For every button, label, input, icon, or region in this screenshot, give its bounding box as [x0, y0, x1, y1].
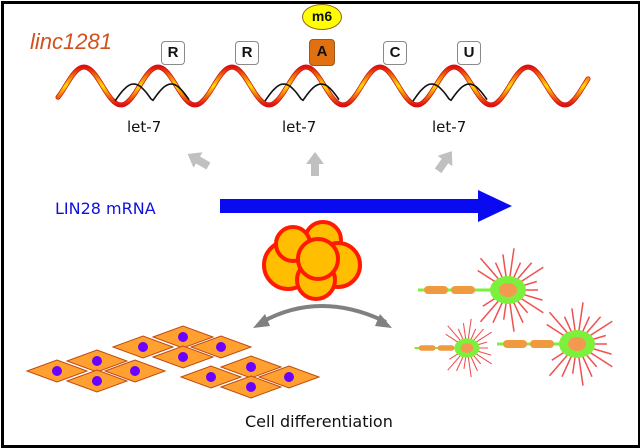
let7-mirna-strand — [114, 83, 190, 102]
epithelial-cluster — [25, 349, 167, 393]
neuron-cells — [414, 248, 613, 386]
rna-strand — [55, 64, 591, 108]
base-box-modified-adenosine: A — [309, 39, 335, 66]
arrow-shape — [434, 151, 453, 174]
stem-cell-cluster — [262, 220, 362, 301]
cell-nucleus — [246, 382, 256, 392]
cell-nucleus — [130, 366, 140, 376]
lncrna-title: linc1281 — [30, 29, 112, 54]
let7-mirna-strand — [412, 83, 488, 102]
cell-differentiation-caption: Cell differentiation — [245, 412, 393, 431]
epithelial-cell-clusters — [25, 325, 321, 399]
myelin-sheath — [503, 340, 527, 348]
lin28-target-arrow — [220, 190, 512, 222]
let7-mirna-strands — [114, 83, 488, 102]
myelin-sheath — [530, 340, 554, 348]
arrow-shape — [187, 152, 211, 170]
neuron — [418, 248, 544, 332]
let7-arrow-up — [306, 152, 324, 176]
differentiation-double-arrow — [253, 304, 392, 328]
base-box-4: C — [383, 41, 407, 65]
myelin-sheath — [424, 286, 448, 294]
cell-nucleus — [92, 376, 102, 386]
neuron-nucleus — [568, 337, 586, 351]
m6a-modification-badge: m6 — [302, 4, 342, 30]
myelin-sheath — [418, 345, 436, 351]
lin28-mrna-label: LIN28 mRNA — [55, 199, 156, 218]
cell-nucleus — [206, 372, 216, 382]
let7-label-2: let-7 — [282, 118, 317, 136]
rna-wave — [56, 65, 590, 107]
diff-arrow-head-right — [375, 314, 392, 328]
base-box-1: R — [161, 41, 185, 65]
cell-nucleus — [52, 366, 62, 376]
stem-cell — [296, 237, 340, 281]
cell-nucleus — [92, 356, 102, 366]
target-arrow-head — [478, 190, 512, 222]
neuron — [414, 318, 492, 378]
let7-arrow-left — [187, 152, 211, 170]
cell-nucleus — [246, 362, 256, 372]
cell-nucleus — [284, 372, 294, 382]
let7-label-1: let-7 — [127, 118, 162, 136]
target-arrow-shaft — [220, 199, 482, 213]
neuron — [497, 302, 613, 386]
let7-release-arrows — [187, 151, 453, 176]
diff-arrow-curve — [261, 304, 387, 324]
epithelial-cluster — [179, 355, 321, 399]
let7-arrow-right — [434, 151, 453, 174]
myelin-sheath — [451, 286, 475, 294]
epithelial-cluster — [111, 325, 253, 369]
cell-nucleus — [178, 352, 188, 362]
neuron-nucleus — [499, 283, 517, 297]
neuron-nucleus — [460, 343, 474, 353]
base-box-5: U — [457, 41, 481, 65]
let7-mirna-strand — [264, 83, 340, 102]
cell-nucleus — [178, 332, 188, 342]
cell-nucleus — [138, 342, 148, 352]
let7-label-3: let-7 — [432, 118, 467, 136]
cell-nucleus — [216, 342, 226, 352]
diff-arrow-head-left — [253, 314, 270, 328]
base-box-2: R — [235, 41, 259, 65]
myelin-sheath — [437, 345, 455, 351]
arrow-shape — [306, 152, 324, 176]
